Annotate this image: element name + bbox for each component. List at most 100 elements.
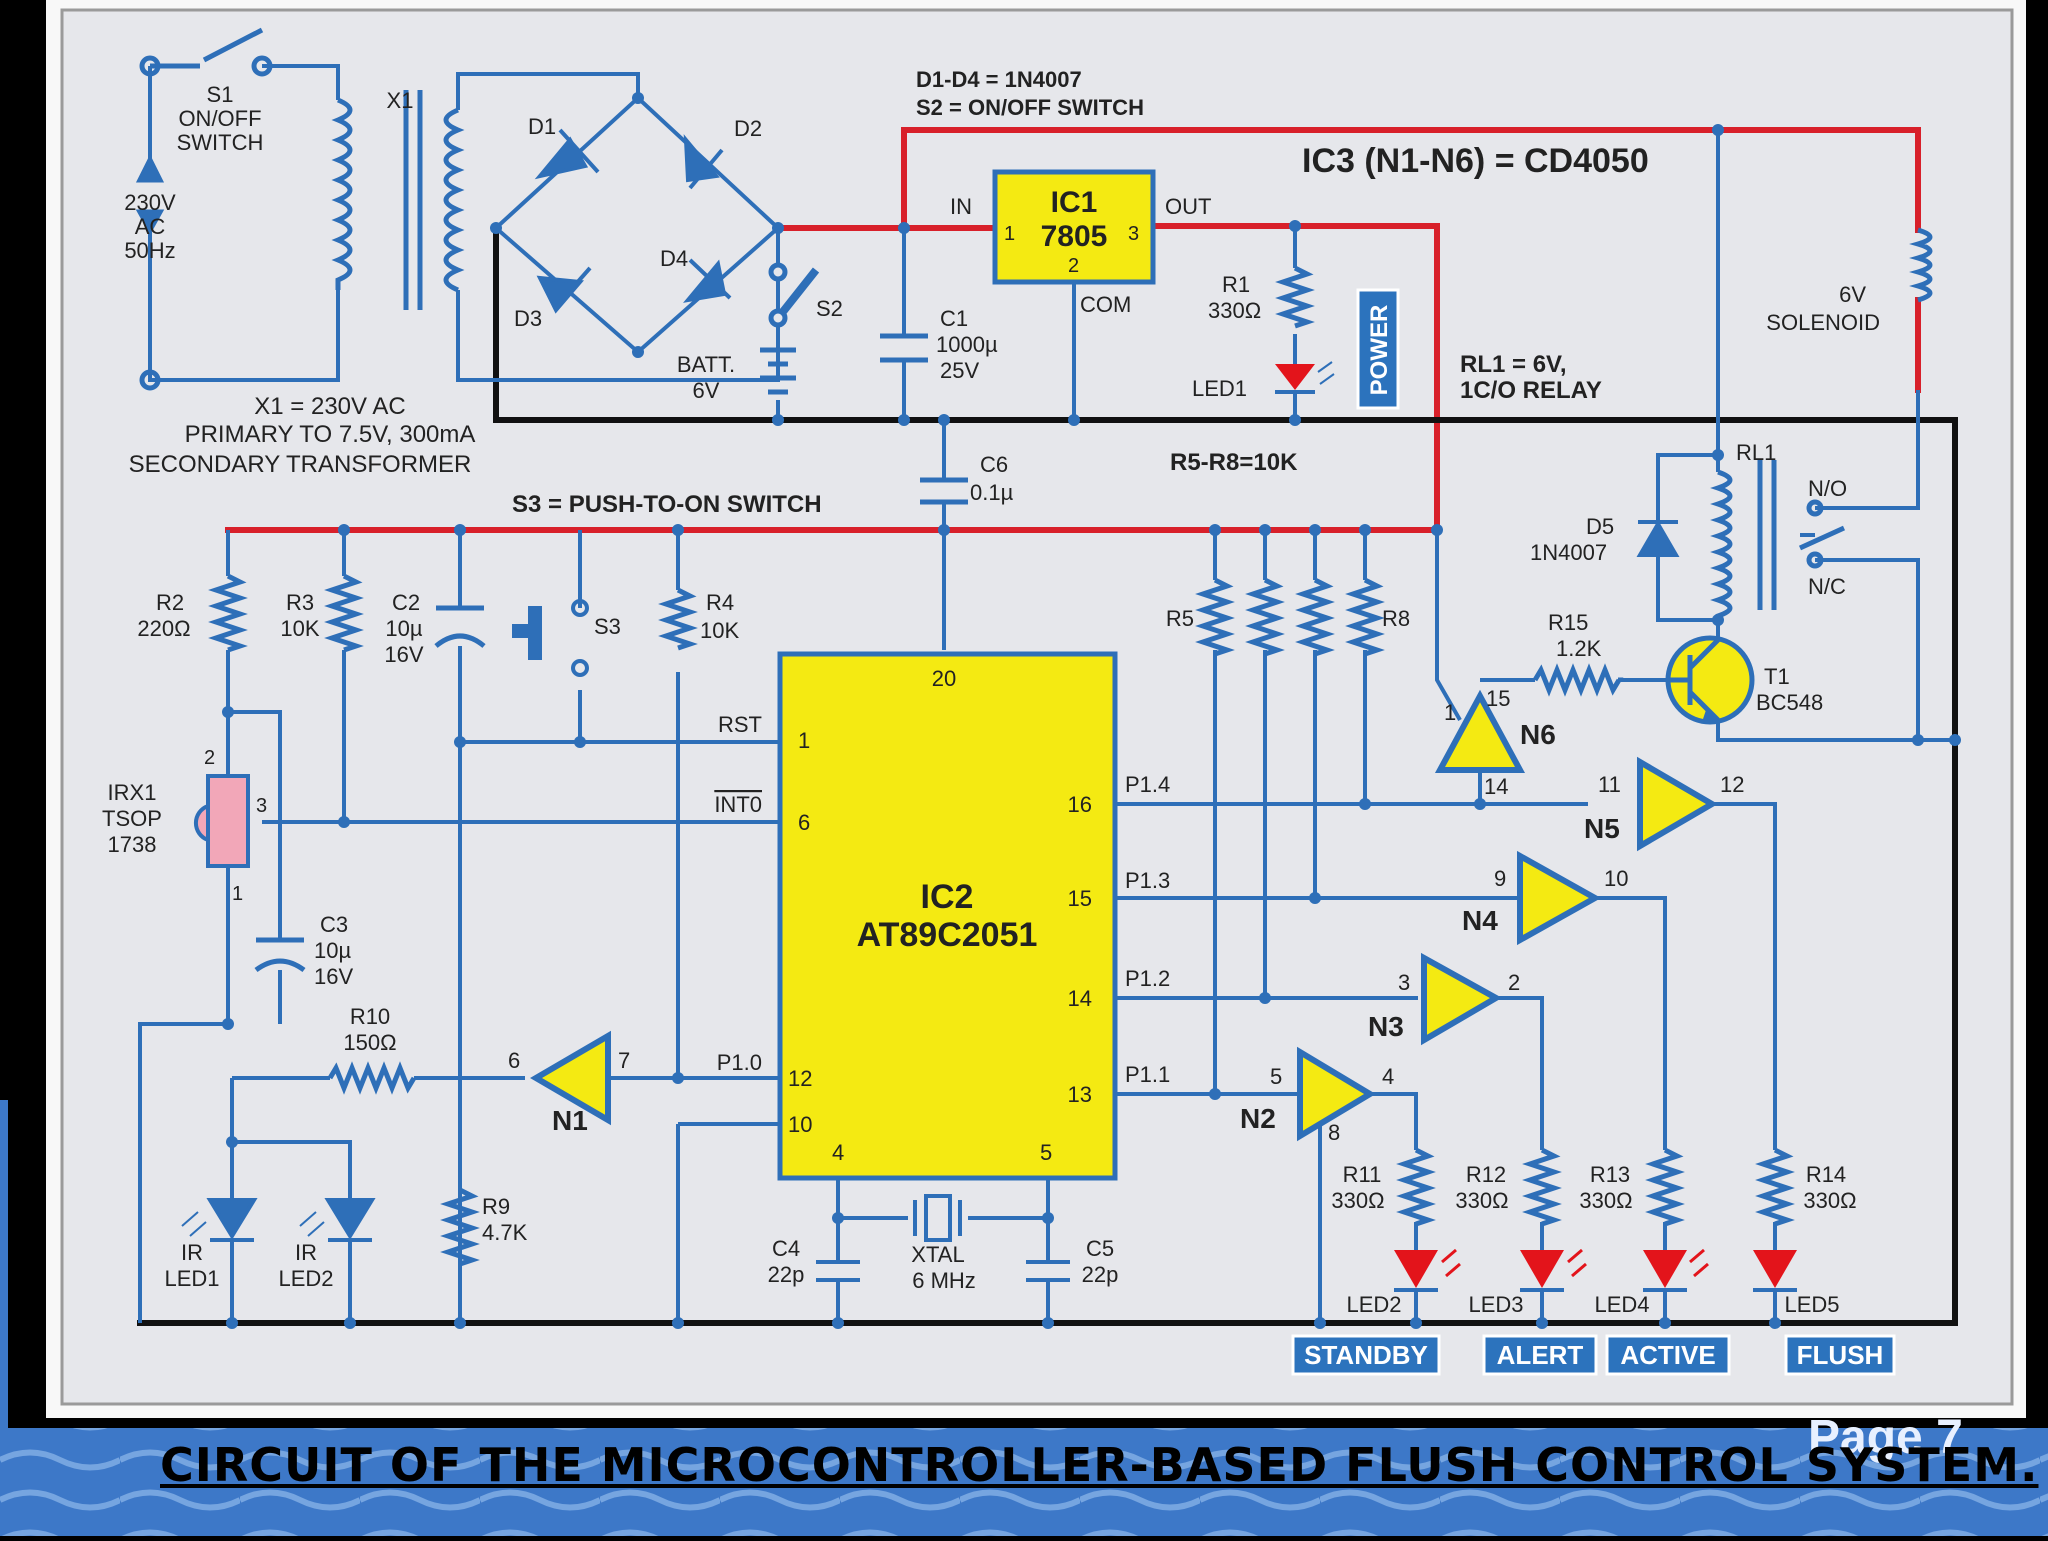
- ic2-pin-5: 5: [1040, 1140, 1052, 1165]
- label-d2: D2: [734, 116, 762, 141]
- ic2-pin-6: 6: [798, 810, 810, 835]
- ic2-pin-10: 10: [788, 1112, 812, 1137]
- label-c6: C6: [980, 452, 1008, 477]
- ic2-pin-4: 4: [832, 1140, 844, 1165]
- ic2-name: IC2: [921, 878, 974, 916]
- label-no: N/O: [1808, 476, 1847, 501]
- label-n2: N2: [1240, 1103, 1276, 1134]
- note-x1-line2: PRIMARY TO 7.5V, 300mA: [185, 421, 476, 448]
- battery: [760, 347, 796, 395]
- ic2-pin-12: 12: [788, 1066, 812, 1091]
- led1: [1275, 361, 1335, 394]
- capacitor-c6: [920, 477, 968, 505]
- solenoid-coil: [1909, 227, 1933, 303]
- tag-alert: ALERT: [1497, 1340, 1584, 1370]
- ic2-pin-15: 15: [1068, 886, 1092, 911]
- label-nc: N/C: [1808, 574, 1846, 599]
- irx-pin-2: 2: [204, 747, 215, 769]
- relay-rl1: [1710, 460, 1846, 620]
- n2-pin-8: 8: [1328, 1120, 1340, 1145]
- label-mains-1: 230V: [124, 190, 176, 215]
- label-rst: RST: [718, 712, 762, 737]
- ir-leds: [181, 1198, 376, 1242]
- ic1-name: IC1: [1051, 186, 1098, 219]
- page-number: Page 7: [1808, 1411, 1963, 1464]
- capacitor-c3: [254, 937, 306, 973]
- label-c2-r: 16V: [384, 642, 423, 667]
- ic1-part: 7805: [1041, 220, 1108, 253]
- transistor-t1: [1665, 635, 1755, 725]
- ic2-pin-16: 16: [1068, 792, 1092, 817]
- transformer-x1: [331, 90, 465, 310]
- label-c4-v: 22p: [768, 1262, 805, 1287]
- label-n5: N5: [1584, 813, 1620, 844]
- label-c5-v: 22p: [1082, 1262, 1119, 1287]
- ic1-pin-com: 2: [1068, 255, 1079, 277]
- label-c3-v: 10µ: [314, 938, 351, 963]
- label-d1: D1: [528, 114, 556, 139]
- label-r10: R10: [350, 1004, 390, 1029]
- label-batt-2: 6V: [693, 378, 720, 403]
- label-d5: D5: [1586, 514, 1614, 539]
- label-r9-v: 4.7K: [482, 1220, 528, 1245]
- label-solenoid-1: 6V: [1839, 282, 1866, 307]
- label-p11: P1.1: [1125, 1062, 1170, 1087]
- label-p10: P1.0: [717, 1050, 762, 1075]
- label-r15: R15: [1548, 610, 1588, 635]
- wiring: [138, 64, 1955, 1323]
- label-r4: R4: [706, 590, 734, 615]
- label-mains-3: 50Hz: [124, 238, 175, 263]
- label-c3-r: 16V: [314, 964, 353, 989]
- ic1-regulator: [992, 169, 1156, 285]
- label-c2: C2: [392, 590, 420, 615]
- label-p12: P1.2: [1125, 966, 1170, 991]
- note-x1-line3: SECONDARY TRANSFORMER: [129, 451, 472, 478]
- label-c1-1: C1: [940, 306, 968, 331]
- capacitor-c2: [434, 605, 486, 648]
- label-r14: R14: [1806, 1162, 1846, 1187]
- label-r10-v: 150Ω: [343, 1030, 396, 1055]
- diode-d5: [1636, 520, 1680, 557]
- label-led2: LED2: [1346, 1292, 1401, 1317]
- label-r11-v: 330Ω: [1331, 1188, 1384, 1213]
- label-r14-v: 330Ω: [1803, 1188, 1856, 1213]
- ic2-microcontroller: [777, 651, 1118, 1181]
- n5-pin-in: 11: [1598, 772, 1621, 797]
- label-ic1-out: OUT: [1165, 194, 1211, 219]
- ic2-pin-14: 14: [1068, 986, 1092, 1011]
- label-d3: D3: [514, 306, 542, 331]
- switch-s3: [512, 599, 589, 677]
- label-r2: R2: [156, 590, 184, 615]
- n3-pin-out: 2: [1508, 970, 1520, 995]
- label-d5-v: 1N4007: [1530, 540, 1607, 565]
- label-irx1-c: 1738: [108, 832, 157, 857]
- pullup-resistors: [1195, 577, 1385, 657]
- label-irled1-b: LED1: [164, 1266, 219, 1291]
- resistor-r1: [1275, 265, 1315, 329]
- sensor-irx1: [193, 774, 250, 868]
- junctions: [222, 92, 1961, 1329]
- resistor-r10: [327, 1061, 417, 1095]
- note-diodes: D1-D4 = 1N4007: [916, 67, 1082, 92]
- label-led4: LED4: [1594, 1292, 1649, 1317]
- power-tag-box: [1356, 288, 1400, 410]
- bottom-band: [0, 1420, 2048, 1536]
- ic2-pin-20: 20: [932, 666, 956, 691]
- ic1-pin-in: 1: [1004, 223, 1015, 245]
- label-ic1-in: IN: [950, 194, 972, 219]
- capacitor-c1: [880, 333, 928, 363]
- label-r13-v: 330Ω: [1579, 1188, 1632, 1213]
- output-resistors: [1396, 1147, 1795, 1227]
- n4-pin-out: 10: [1604, 866, 1628, 891]
- label-irx1-b: TSOP: [102, 806, 162, 831]
- n4-pin-in: 9: [1494, 866, 1506, 891]
- label-c6-v: 0.1µ: [970, 480, 1014, 505]
- left-resistors: [208, 573, 698, 1267]
- label-x1: X1: [387, 88, 414, 113]
- label-r4-v: 10K: [700, 618, 739, 643]
- label-c2-v: 10µ: [385, 616, 422, 641]
- label-n6: N6: [1520, 719, 1556, 750]
- note-s2: S2 = ON/OFF SWITCH: [916, 95, 1144, 120]
- label-r8: R8: [1382, 606, 1410, 631]
- label-irled1: IR: [181, 1240, 203, 1265]
